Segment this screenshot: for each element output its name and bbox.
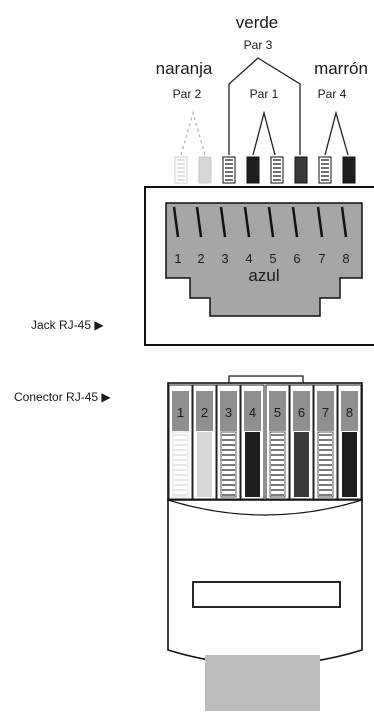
jack-contact-5: [267, 206, 275, 238]
wire-ends: [174, 156, 356, 184]
plug-slot-1: 1: [168, 384, 193, 500]
plug-slot-3: 3: [216, 384, 241, 500]
label-par3: Par 3: [244, 38, 273, 52]
jack-pin-number: 5: [269, 251, 276, 266]
jack-contact-3: [219, 206, 227, 238]
jack-pin-number: 7: [318, 251, 325, 266]
jack-contact-2: [195, 206, 203, 238]
plug-pin-number: 7: [322, 405, 329, 420]
label-par1: Par 1: [250, 87, 279, 101]
plug-pin-number: 2: [201, 405, 208, 420]
pair-lines: [180, 57, 349, 156]
jack-pin-number: 2: [197, 251, 204, 266]
label-conector: Conector RJ-45 ▶: [14, 390, 111, 404]
plug-pin-number: 5: [274, 405, 281, 420]
plug-pin-number: 6: [298, 405, 305, 420]
jack-contact-7: [316, 206, 324, 238]
cable: [205, 655, 320, 711]
plug-pin-number: 1: [177, 405, 184, 420]
jack-contact-8: [340, 206, 348, 238]
plug-pin-number: 8: [346, 405, 353, 420]
label-azul: azul: [248, 266, 279, 285]
label-par2: Par 2: [173, 87, 202, 101]
label-naranja: naranja: [156, 59, 213, 78]
plug-slot-6: 6: [289, 384, 314, 500]
plug-slot-5: 5: [265, 384, 290, 500]
plug-pin-number: 4: [249, 405, 256, 420]
label-jack: Jack RJ-45 ▶: [31, 318, 104, 332]
wire-end-5: [270, 156, 284, 184]
plug-slot-7: 7: [313, 384, 338, 500]
par4-lines: [324, 110, 349, 156]
wire-end-4: [246, 156, 260, 184]
plug-slot-8: 8: [337, 384, 362, 500]
label-par4: Par 4: [318, 87, 347, 101]
wire-end-7: [318, 156, 332, 184]
jack-pin-number: 6: [293, 251, 300, 266]
jack-contact-6: [291, 206, 299, 238]
wire-end-8: [342, 156, 356, 184]
jack-body: [165, 202, 363, 317]
plug-slots: 1 2 3 4 5 6 7 8: [168, 384, 362, 500]
jack-contact-1: [172, 206, 180, 238]
jack-contact-4: [243, 206, 251, 238]
jack-pin-number: 4: [245, 251, 252, 266]
par2-lines: [180, 110, 206, 156]
wire-end-3: [222, 156, 236, 184]
jack-pin-number: 8: [342, 251, 349, 266]
par3-bracket: [228, 57, 301, 155]
plug-body-curve: [167, 499, 363, 516]
label-verde: verde: [236, 13, 279, 32]
wire-end-1: [174, 156, 188, 184]
wire-end-2: [198, 156, 212, 184]
plug-slot-4: 4: [240, 384, 265, 500]
jack-contacts: 1 2 3 4 5 6 7 8: [172, 206, 350, 266]
plug-window: [192, 581, 341, 608]
jack-pin-number: 3: [221, 251, 228, 266]
plug-slot-2: 2: [192, 384, 217, 500]
wire-end-6: [294, 156, 308, 184]
par1-lines: [252, 110, 276, 156]
plug-pin-number: 3: [225, 405, 232, 420]
jack-pin-number: 1: [174, 251, 181, 266]
label-marron: marrón: [314, 59, 368, 78]
